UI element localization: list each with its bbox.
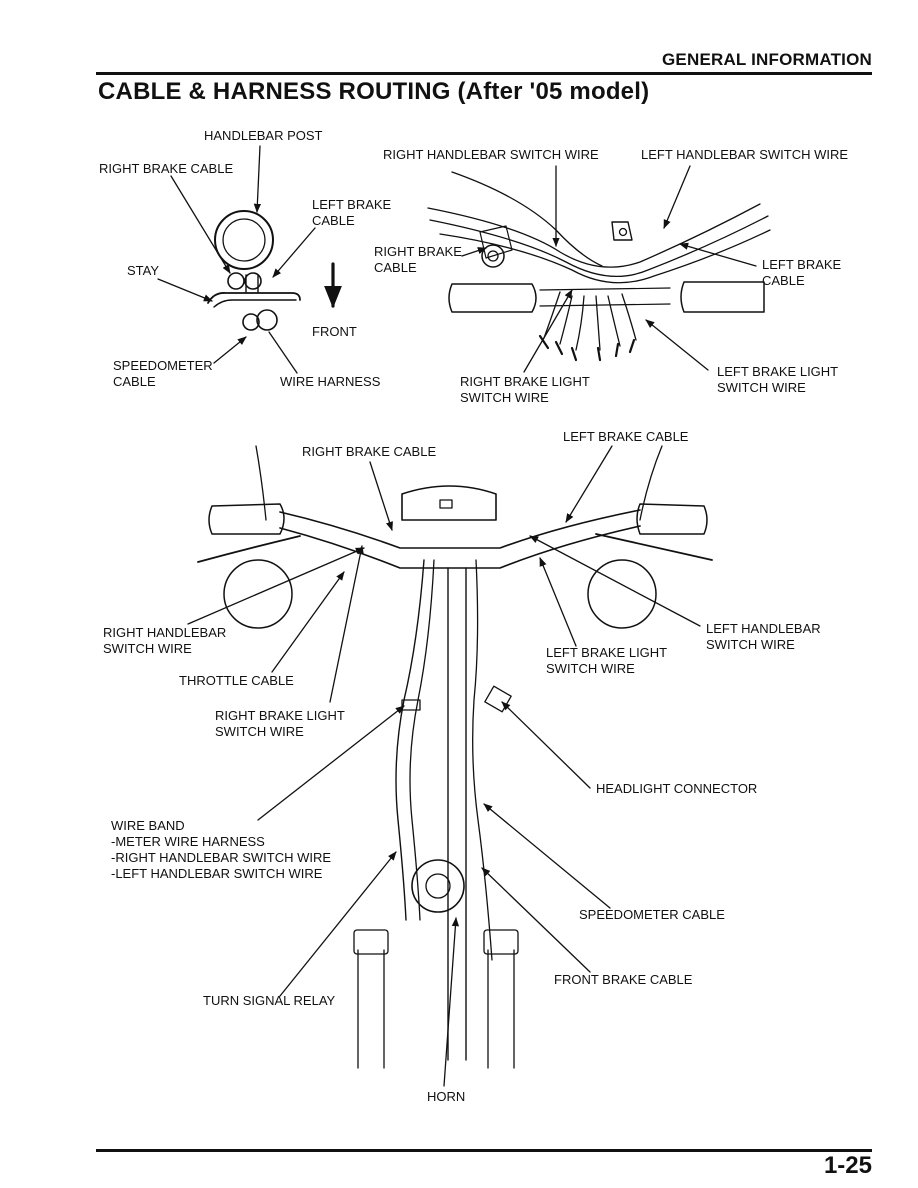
label-right-brake-cable-3: RIGHT BRAKE CABLE: [302, 444, 437, 459]
section-header: GENERAL INFORMATION: [662, 50, 872, 69]
label-right-handlebar-switch-wire: RIGHT HANDLEBAR SWITCH WIRE: [383, 147, 599, 162]
label-left-handlebar-switch-wire: LEFT HANDLEBAR SWITCH WIRE: [641, 147, 849, 162]
page-number: 1-25: [823, 1152, 872, 1179]
label-wire-harness: WIRE HARNESS: [280, 374, 381, 389]
label-left-handlebar-switch-wire-2: LEFT HANDLEBAR SWITCH WIRE: [706, 621, 821, 652]
front-view-figure: [188, 446, 712, 1086]
label-right-handlebar-switch-wire-2: RIGHT HANDLEBAR SWITCH WIRE: [103, 625, 227, 656]
label-turn-signal-relay: TURN SIGNAL RELAY: [203, 993, 336, 1008]
label-front: FRONT: [312, 324, 357, 339]
label-speedometer-cable-2: SPEEDOMETER CABLE: [579, 907, 725, 922]
label-right-brake-cable: RIGHT BRAKE CABLE: [99, 161, 234, 176]
label-horn: HORN: [427, 1089, 466, 1104]
label-throttle-cable: THROTTLE CABLE: [179, 673, 294, 688]
label-left-brake-cable-2: LEFT BRAKE CABLE: [762, 257, 842, 288]
label-stay: STAY: [127, 263, 160, 278]
label-left-brake-light-switch-wire-2: LEFT BRAKE LIGHT SWITCH WIRE: [546, 645, 668, 676]
label-wire-band: WIRE BAND -METER WIRE HARNESS -RIGHT HAN…: [111, 818, 332, 881]
label-left-brake-cable: LEFT BRAKE CABLE: [312, 197, 392, 228]
page-title: CABLE & HARNESS ROUTING (After '05 model…: [98, 78, 650, 105]
handlebar-closeup-figure: [428, 166, 770, 372]
label-right-brake-cable-2: RIGHT BRAKE CABLE: [374, 244, 462, 275]
label-right-brake-light-switch-wire: RIGHT BRAKE LIGHT SWITCH WIRE: [460, 374, 590, 405]
footer-rule: [96, 1149, 872, 1152]
label-speedometer-cable: SPEEDOMETER CABLE: [113, 358, 213, 389]
label-left-brake-cable-3: LEFT BRAKE CABLE: [563, 429, 689, 444]
label-left-brake-light-switch-wire: LEFT BRAKE LIGHT SWITCH WIRE: [717, 364, 839, 395]
label-front-brake-cable: FRONT BRAKE CABLE: [554, 972, 693, 987]
label-handlebar-post: HANDLEBAR POST: [204, 128, 323, 143]
label-headlight-connector: HEADLIGHT CONNECTOR: [596, 781, 758, 796]
cross-section-figure: [158, 146, 342, 373]
label-right-brake-light-switch-wire-2: RIGHT BRAKE LIGHT SWITCH WIRE: [215, 708, 345, 739]
header-rule: [96, 72, 872, 75]
